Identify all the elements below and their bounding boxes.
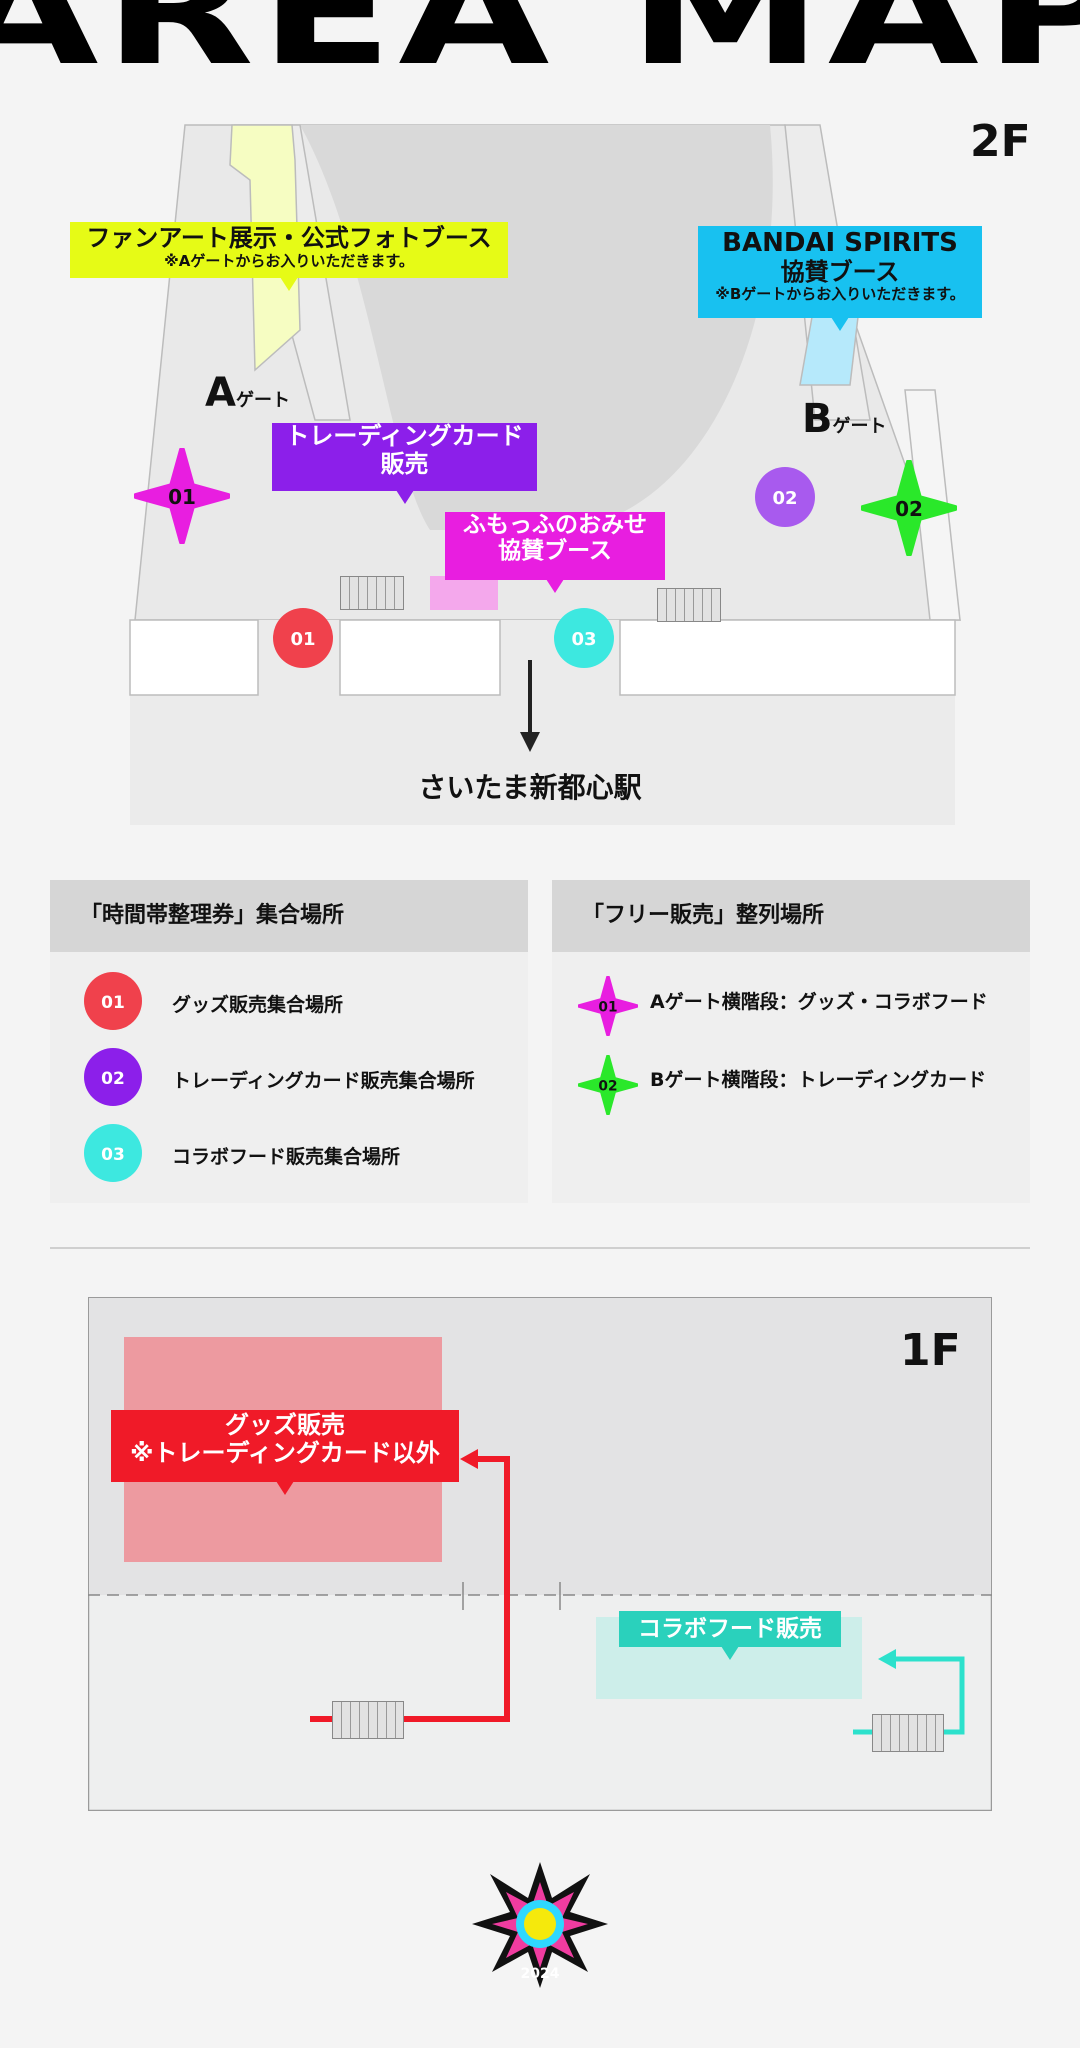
goods-line1: グッズ販売 (225, 1411, 345, 1439)
bandai-spirits-tag: BANDAI SPIRITS 協賛ブース ※Bゲートからお入りいただきます。 (698, 226, 982, 331)
section-divider (50, 1247, 1030, 1249)
gate-b-label: Bゲート (802, 396, 887, 442)
circle-marker-01[interactable]: 01 (272, 607, 334, 669)
legend-circle-03: 03 (84, 1124, 142, 1182)
gate-a-label: Aゲート (205, 370, 290, 416)
svg-text:03: 03 (101, 1145, 125, 1165)
floor-1f-label: 1F (900, 1325, 961, 1376)
logo-year: 2024 (521, 1966, 560, 1982)
page-title: AREA MAP (0, 0, 1080, 98)
collab-food-label: コラボフード販売 (638, 1616, 822, 1642)
goods-line2: ※トレーディングカード以外 (130, 1438, 440, 1467)
trading-line2: 販売 (380, 449, 429, 478)
goods-sale-tag: グッズ販売 ※トレーディングカード以外 (111, 1410, 459, 1495)
star-marker-02-text: 02 (895, 497, 923, 521)
legend-free-sale-title: 「フリー販売」整列場所 (552, 880, 1030, 952)
legend-item-collab: コラボフード販売集合場所 (172, 1146, 401, 1168)
bandai-title: BANDAI SPIRITS (722, 228, 958, 258)
stairs-b (657, 588, 721, 622)
legend-item-gate-b: Bゲート横階段：トレーディングカード (650, 1069, 987, 1091)
trading-line1: トレーディングカード (285, 422, 524, 450)
circle-marker-02-text: 02 (772, 488, 797, 509)
legend-item-goods: グッズ販売集合場所 (172, 994, 344, 1016)
bandai-note: ※Bゲートからお入りいただきます。 (715, 285, 965, 304)
star-marker-01[interactable]: 01 (134, 448, 230, 544)
station-label: さいたま新都心駅 (418, 771, 642, 804)
fumo-line2: 協賛ブース (498, 538, 612, 565)
legend-item-gate-a: Aゲート横階段：グッズ・コラボフード (650, 991, 988, 1013)
legend-time-ticket: 「時間帯整理券」集合場所 01 グッズ販売集合場所 02 トレーディングカード販… (50, 880, 528, 1203)
stairs-1f-right (872, 1714, 944, 1752)
circle-marker-02[interactable]: 02 (754, 466, 816, 528)
fanart-title: ファンアート展示・公式フォトブース (86, 224, 492, 252)
fanart-note: ※Aゲートからお入りいただきます。 (164, 251, 414, 270)
svg-text:01: 01 (101, 993, 125, 1013)
fumo-line1: ふもっふのおみせ (463, 512, 647, 538)
legend-circle-01: 01 (84, 972, 142, 1030)
legend-circle-02: 02 (84, 1048, 142, 1106)
legend-star-02: 02 (578, 1055, 638, 1115)
svg-text:01: 01 (598, 1000, 617, 1016)
stairs-a (340, 576, 404, 610)
circle-marker-03-text: 03 (571, 629, 596, 650)
legend-time-ticket-title: 「時間帯整理券」集合場所 (50, 880, 528, 952)
floor2-map (129, 124, 962, 825)
stairs-1f-left (332, 1701, 404, 1739)
collab-food-tag: コラボフード販売 (619, 1611, 841, 1660)
bandai-subtitle: 協賛ブース (780, 257, 900, 286)
fanart-photobooth-tag: ファンアート展示・公式フォトブース ※Aゲートからお入りいただきます。 (70, 222, 508, 291)
legend-star-01: 01 (578, 976, 638, 1036)
fes-logo: 2024 (472, 1862, 608, 1988)
fumo-shop-tag: ふもっふのおみせ 協賛ブース (445, 512, 665, 593)
legend-item-trading: トレーディングカード販売集合場所 (172, 1070, 475, 1092)
circle-marker-01-text: 01 (290, 629, 315, 650)
floor-2f-label: 2F (970, 116, 1031, 167)
star-marker-02[interactable]: 02 (861, 460, 957, 556)
circle-marker-03[interactable]: 03 (553, 607, 615, 669)
star-marker-01-text: 01 (168, 485, 196, 509)
trading-card-tag: トレーディングカード 販売 (272, 422, 537, 504)
svg-text:02: 02 (598, 1079, 617, 1095)
legend-free-sale: 「フリー販売」整列場所 01 Aゲート横階段：グッズ・コラボフード 02 Bゲー… (552, 880, 1030, 1203)
floor1-map (88, 1297, 992, 1811)
svg-text:02: 02 (101, 1069, 125, 1089)
